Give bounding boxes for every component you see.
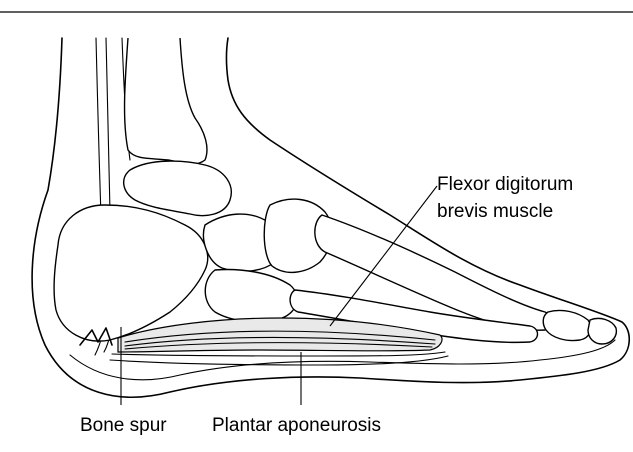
flexor-digitorum-label-line1: Flexor digitorum xyxy=(437,174,573,195)
cuboid-bone xyxy=(205,270,297,322)
flexor-digitorum-label-line2: brevis muscle xyxy=(437,201,553,222)
tibia-bone xyxy=(125,38,207,164)
plantar-aponeurosis-band-bottom xyxy=(110,356,448,365)
talus-bone xyxy=(124,161,232,216)
calcaneus-bone xyxy=(54,205,208,341)
plantar-aponeurosis-band-top xyxy=(112,352,445,356)
plantar-aponeurosis-label: Plantar aponeurosis xyxy=(212,415,381,436)
toe-phalanx-distal xyxy=(588,318,616,344)
toe-phalanx-proximal xyxy=(543,310,591,340)
bone-spur-label: Bone spur xyxy=(80,415,167,436)
